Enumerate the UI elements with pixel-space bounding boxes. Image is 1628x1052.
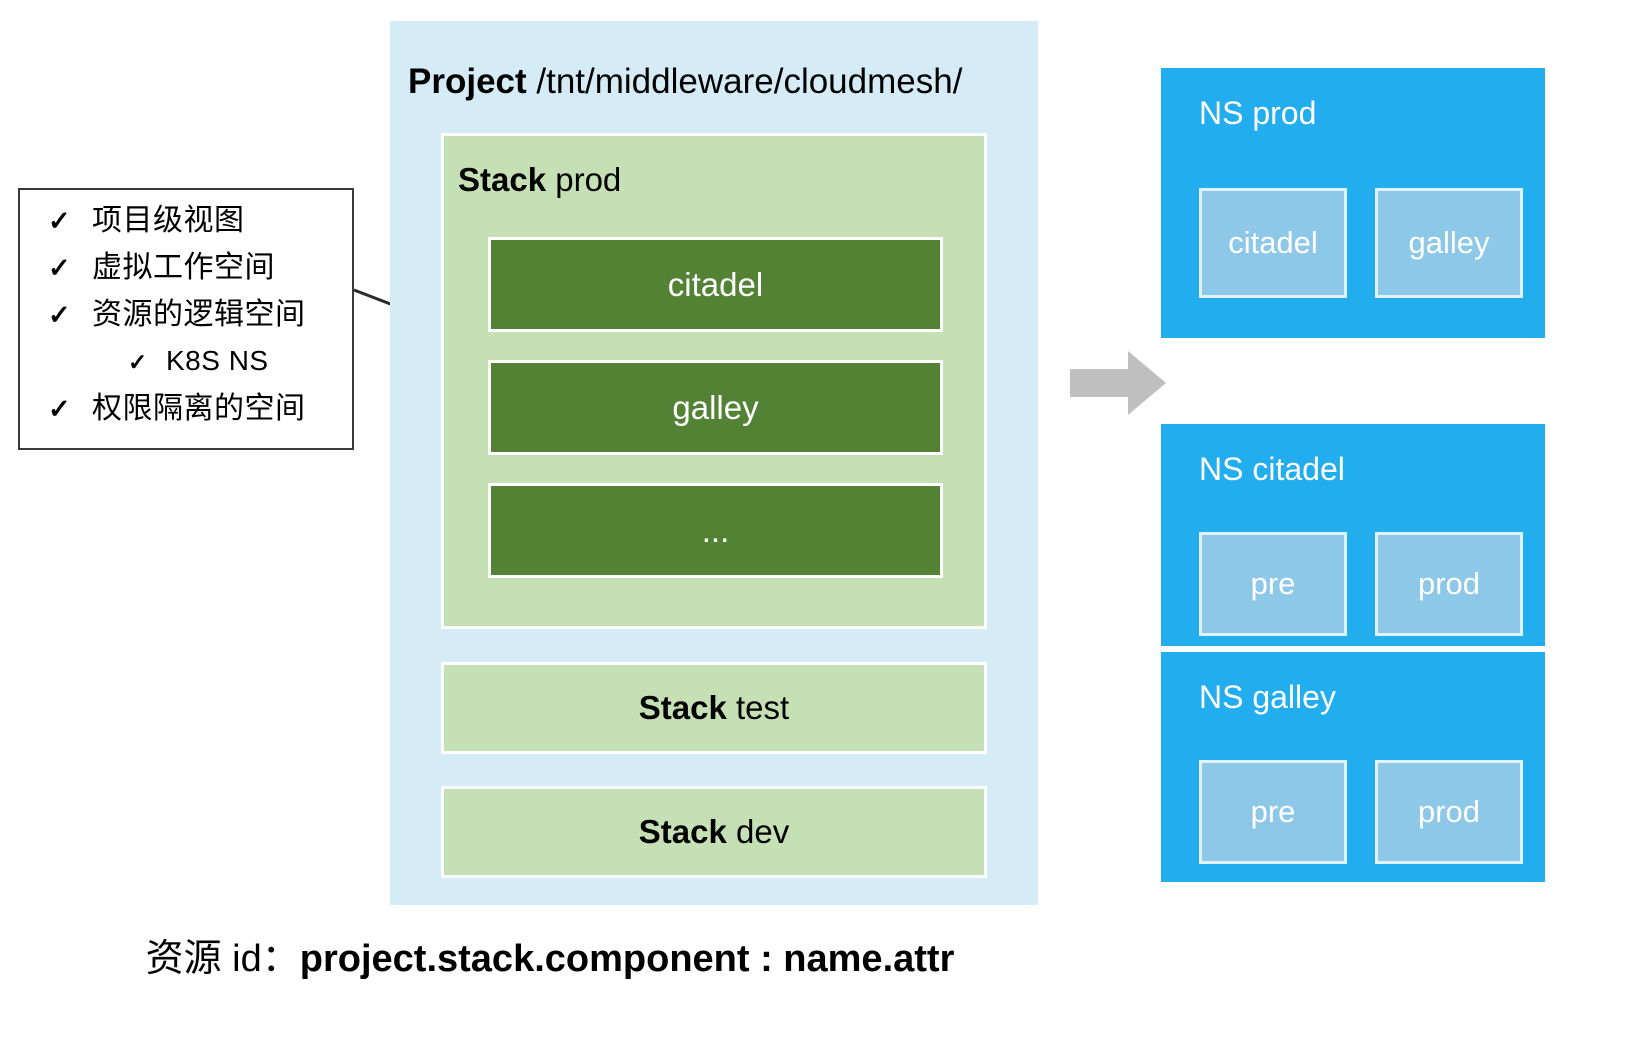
check-icon: ✓ <box>128 349 148 375</box>
component-box: ... <box>488 483 943 578</box>
ns-item: citadel <box>1199 188 1347 298</box>
ns-prod-panel: NS prod citadel galley <box>1161 68 1545 338</box>
checklist-subitem: ✓ K8S NS <box>20 347 352 394</box>
stack-prod-panel: Stack prod citadel galley ... <box>441 133 987 629</box>
component-box: galley <box>488 360 943 455</box>
caption-lead: 资源 id： <box>145 938 300 980</box>
feature-checklist-box: ✓ 项目级视图 ✓ 虚拟工作空间 ✓ 资源的逻辑空间 ✓ K8S NS ✓ 权限… <box>18 188 354 450</box>
stack-test-row: Stack test <box>441 662 987 754</box>
ns-item: prod <box>1375 760 1523 864</box>
ns-galley-panel: NS galley pre prod <box>1161 652 1545 882</box>
check-icon: ✓ <box>48 300 71 330</box>
ns-panel-title: NS galley <box>1199 679 1336 715</box>
ns-item-list: pre prod <box>1199 532 1523 636</box>
ns-panel-title: NS prod <box>1199 95 1317 131</box>
checklist-item-label: 虚拟工作空间 <box>92 251 275 284</box>
ns-item-list: pre prod <box>1199 760 1523 864</box>
stack-keyword: Stack <box>638 813 727 850</box>
caption-expression: project.stack.component : name.attr <box>299 938 955 980</box>
stack-name: test <box>736 689 790 726</box>
ns-item: pre <box>1199 532 1347 636</box>
stack-name: dev <box>736 813 790 850</box>
checklist: ✓ 项目级视图 ✓ 虚拟工作空间 ✓ 资源的逻辑空间 ✓ K8S NS ✓ 权限… <box>20 206 352 441</box>
ns-item: prod <box>1375 532 1523 636</box>
project-panel: Project /tnt/middleware/cloudmesh/ Stack… <box>390 21 1038 905</box>
ns-item-list: citadel galley <box>1199 188 1523 298</box>
stack-dev-row: Stack dev <box>441 786 987 878</box>
checklist-item-label: 权限隔离的空间 <box>92 392 306 425</box>
checklist-item: ✓ 项目级视图 <box>20 206 352 253</box>
check-icon: ✓ <box>48 253 71 283</box>
checklist-item: ✓ 资源的逻辑空间 <box>20 300 352 347</box>
project-title: Project /tnt/middleware/cloudmesh/ <box>408 64 962 99</box>
ns-item: galley <box>1375 188 1523 298</box>
check-icon: ✓ <box>48 206 71 236</box>
resource-id-caption: 资源 id：project.stack.component : name.att… <box>0 940 1100 978</box>
checklist-item-label: 项目级视图 <box>92 204 245 237</box>
component-list: citadel galley ... <box>488 237 943 578</box>
right-arrow-icon <box>1070 351 1166 415</box>
check-icon: ✓ <box>48 394 71 424</box>
stack-name: prod <box>555 161 622 198</box>
ns-citadel-panel: NS citadel pre prod <box>1161 424 1545 646</box>
stack-prod-title: Stack prod <box>458 163 621 196</box>
checklist-item: ✓ 权限隔离的空间 <box>20 394 352 441</box>
ns-panel-title: NS citadel <box>1199 451 1345 487</box>
ns-item: pre <box>1199 760 1347 864</box>
checklist-item-label: 资源的逻辑空间 <box>92 298 306 331</box>
project-keyword: Project <box>408 62 527 101</box>
checklist-subitem-label: K8S NS <box>166 345 269 376</box>
stack-keyword: Stack <box>458 161 547 198</box>
project-path: /tnt/middleware/cloudmesh/ <box>536 62 963 101</box>
component-box: citadel <box>488 237 943 332</box>
stack-keyword: Stack <box>638 689 727 726</box>
checklist-item: ✓ 虚拟工作空间 <box>20 253 352 300</box>
